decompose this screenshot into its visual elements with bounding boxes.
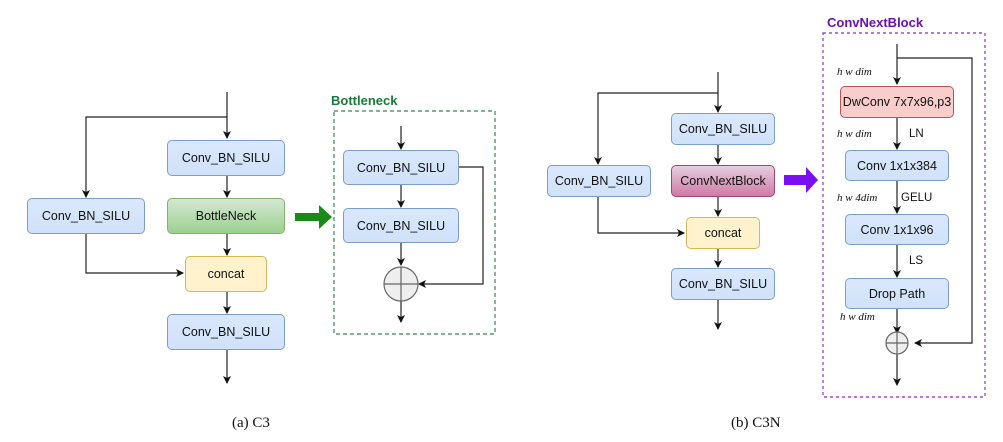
c3n-arrow-left-to-concat bbox=[597, 197, 685, 237]
c3n-concat-block: concat bbox=[686, 217, 760, 249]
bn-skip-line bbox=[418, 166, 484, 288]
bn-conv2-block: Conv_BN_SILU bbox=[343, 208, 459, 243]
cnb-conv1-block: Conv 1x1x384 bbox=[845, 150, 949, 181]
cnb-conv2-block: Conv 1x1x96 bbox=[845, 214, 949, 245]
c3-split-line bbox=[82, 116, 227, 198]
bn-add-icon bbox=[383, 266, 419, 302]
c3n-top-conv-block: Conv_BN_SILU bbox=[671, 113, 775, 145]
c3n-bottom-conv-block: Conv_BN_SILU bbox=[671, 268, 775, 300]
cnb-dim-label: h w dim bbox=[840, 311, 875, 323]
cnb-op-label-ln: LN bbox=[909, 128, 924, 140]
c3n-convnext-block: ConvNextBlock bbox=[671, 165, 775, 197]
bottleneck-container bbox=[333, 110, 496, 335]
c3-concat-block: concat bbox=[185, 256, 267, 292]
c3-arrow-left-to-concat bbox=[85, 233, 184, 277]
cnb-dwconv-block: DwConv 7x7x96,p3 bbox=[840, 86, 954, 118]
bn-conv1-block: Conv_BN_SILU bbox=[343, 150, 459, 185]
convnext-container bbox=[822, 32, 986, 398]
c3-bottom-conv-block: Conv_BN_SILU bbox=[167, 314, 285, 350]
cnb-skip-line bbox=[897, 57, 973, 347]
convnext-expand-arrow-icon bbox=[784, 167, 818, 193]
cnb-op-label-gelu: GELU bbox=[901, 192, 933, 204]
cnb-dim-label: h w dim bbox=[837, 128, 872, 140]
cnb-dim-label: h w dim bbox=[837, 66, 872, 78]
c3-left-conv-block: Conv_BN_SILU bbox=[27, 198, 145, 234]
cnb-add-icon bbox=[885, 331, 909, 355]
c3n-left-conv-block: Conv_BN_SILU bbox=[547, 165, 651, 197]
c3n-caption: (b) C3N bbox=[731, 415, 781, 431]
cnb-op-label-ls: LS bbox=[909, 255, 924, 267]
c3-top-conv-block: Conv_BN_SILU bbox=[167, 140, 285, 176]
bottleneck-expand-arrow-icon bbox=[295, 205, 332, 229]
bottleneck-title: Bottleneck bbox=[331, 93, 398, 108]
cnb-dim-label: h w 4dim bbox=[837, 192, 878, 204]
c3n-split-line bbox=[594, 92, 718, 165]
c3-caption: (a) C3 bbox=[232, 415, 270, 431]
c3-bottleneck-block: BottleNeck bbox=[167, 198, 285, 234]
cnb-droppath-block: Drop Path bbox=[845, 278, 949, 309]
convnext-title: ConvNextBlock bbox=[827, 15, 924, 30]
